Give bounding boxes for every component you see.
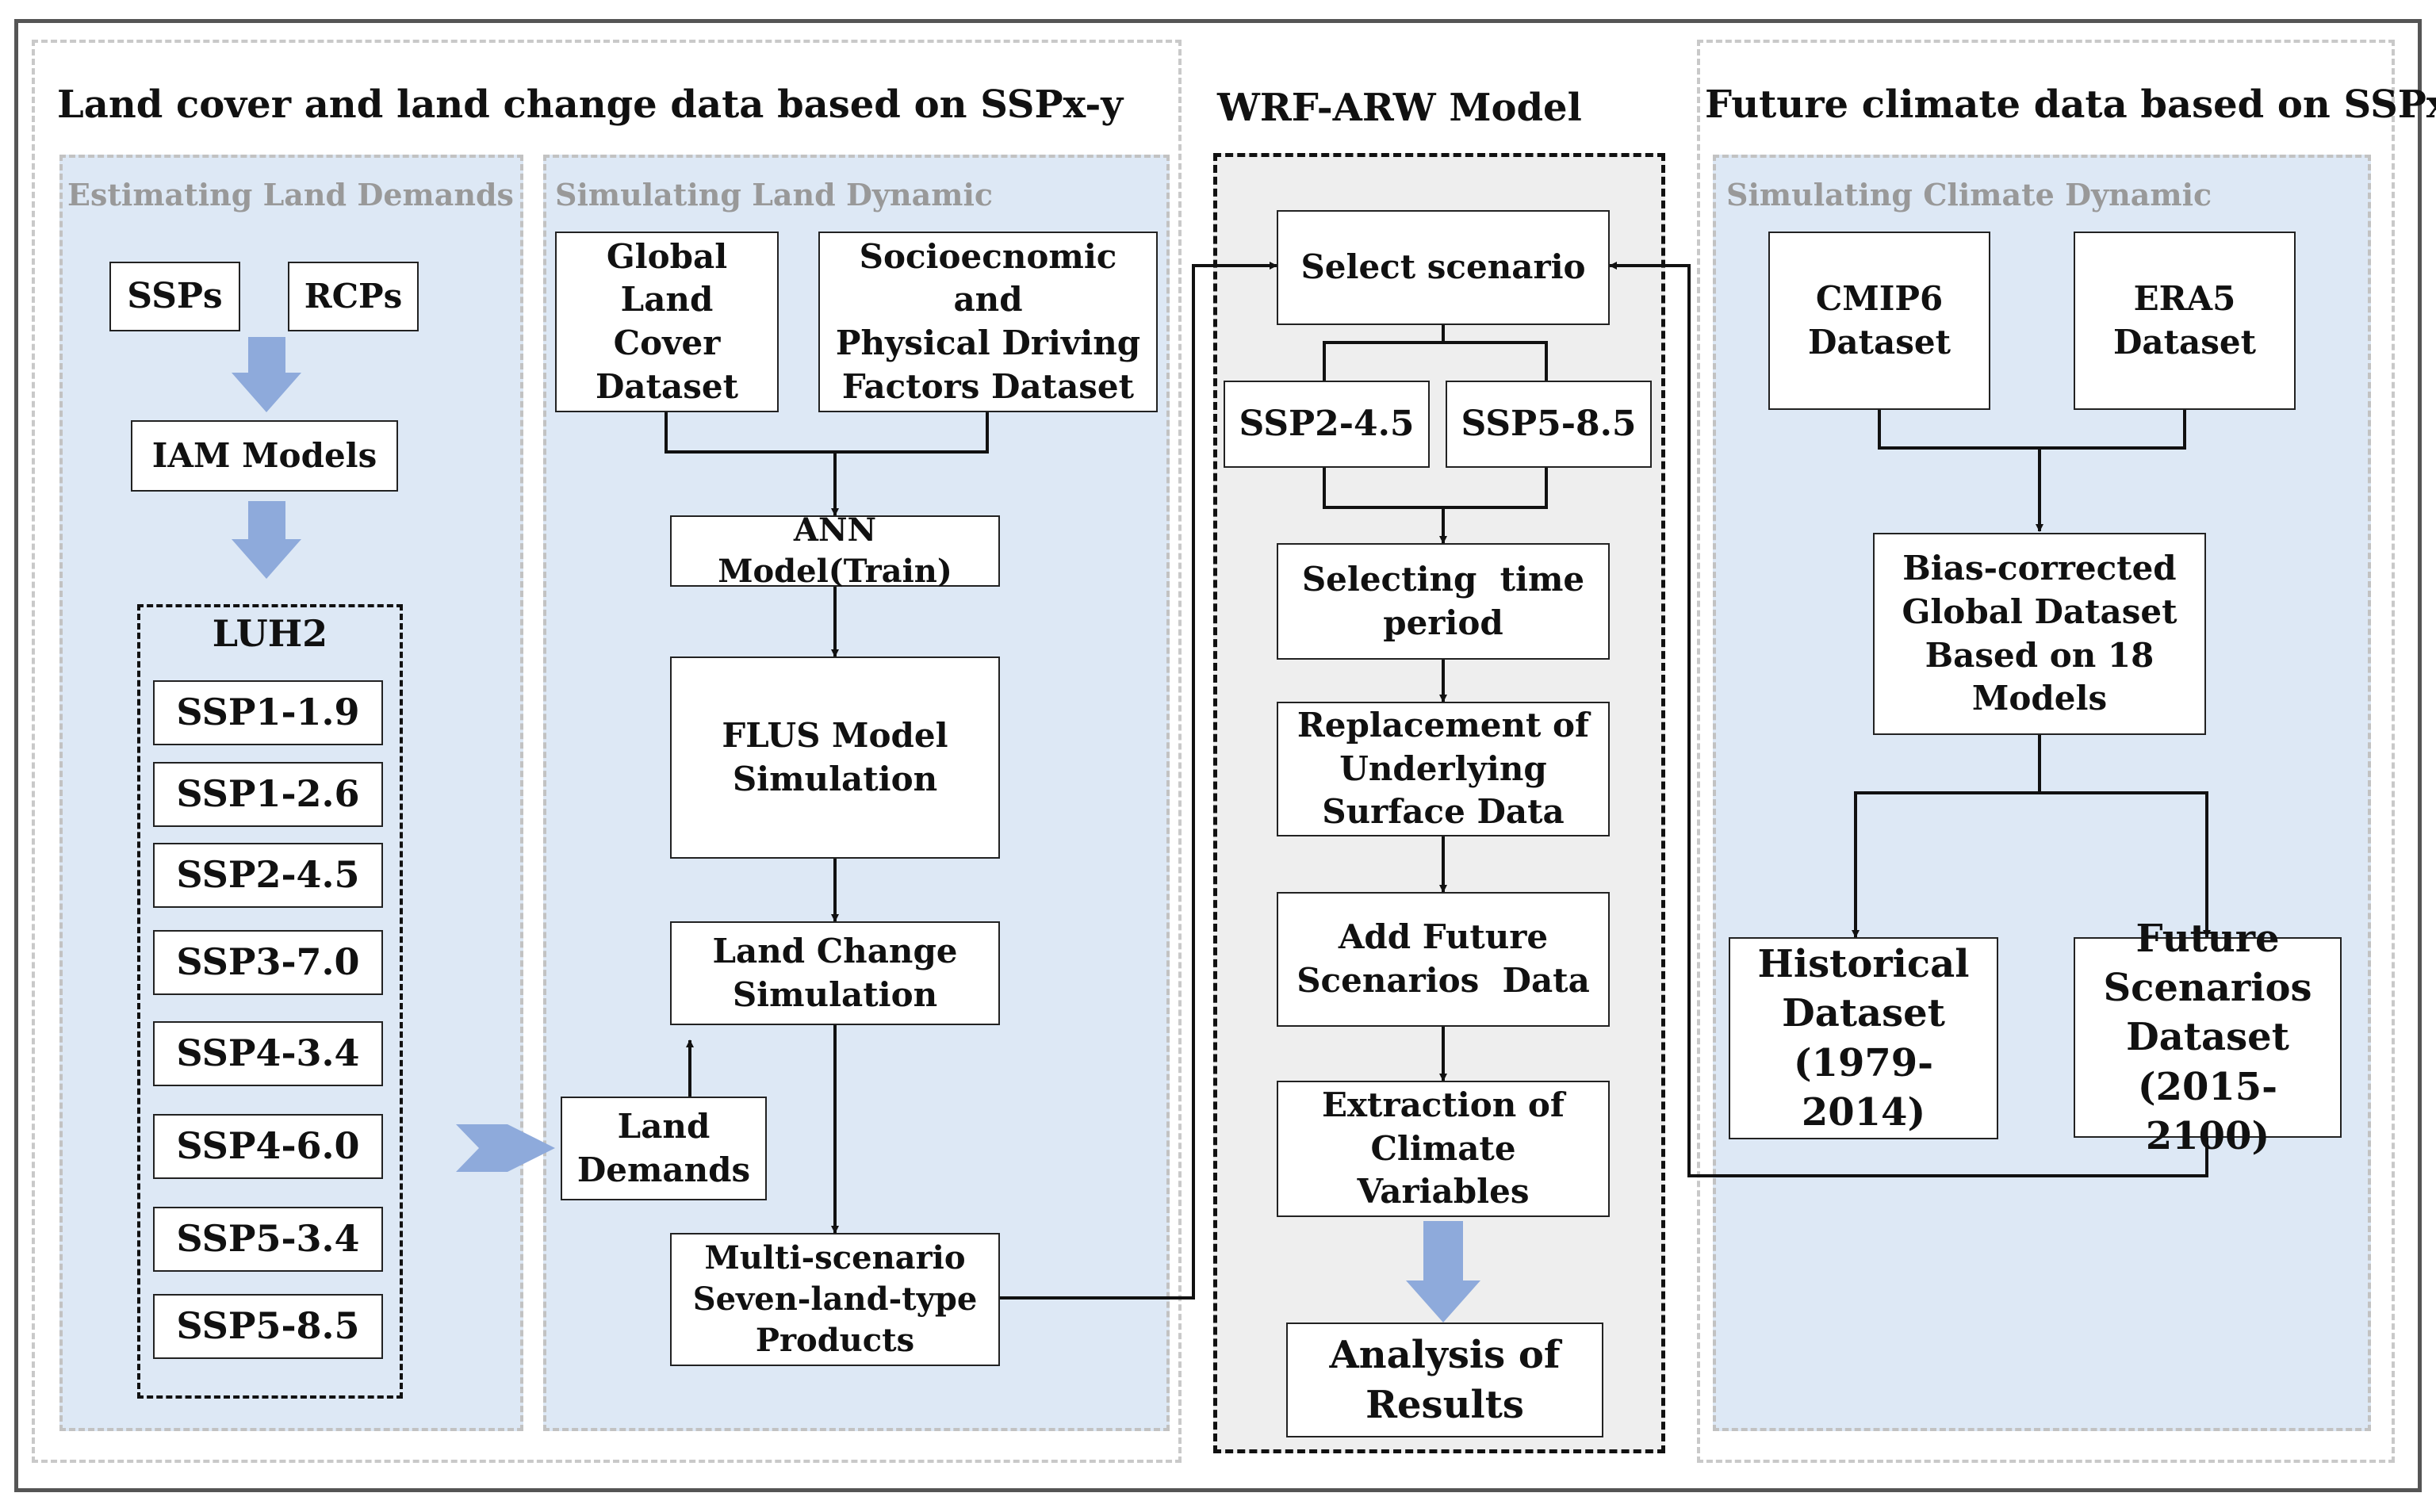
luh2-group: [137, 604, 403, 1399]
big-arrow-ssps-to-iam: [232, 337, 301, 412]
replacement-underlying-surface-box: Replacement of Underlying Surface Data: [1277, 702, 1610, 836]
scenario-ssp5-8.5: SSP5-8.5: [153, 1294, 383, 1359]
connector-future-to-select: [1609, 262, 2208, 1177]
global-land-cover-dataset-box: Global Land Cover Dataset: [555, 232, 779, 412]
scenario-ssp4-3.4: SSP4-3.4: [153, 1021, 383, 1086]
socioeconomic-physical-factors-box: Socioecnomic and Physical Driving Factor…: [818, 232, 1158, 412]
historical-dataset-box: Historical Dataset (1979-2014): [1729, 937, 1998, 1139]
cmip6-dataset-box: CMIP6 Dataset: [1768, 232, 1990, 410]
simulating-climate-dynamic-title: Simulating Climate Dynamic: [1726, 177, 2212, 212]
land-change-simulation-box: Land Change Simulation: [670, 921, 1000, 1025]
wrf-section-title: WRF-ARW Model: [1217, 86, 1582, 130]
big-arrow-to-land-demands: [456, 1124, 555, 1172]
simulating-land-dynamic-title: Simulating Land Dynamic: [555, 177, 994, 212]
add-future-scenarios-data-box: Add Future Scenarios Data: [1277, 892, 1610, 1027]
selecting-time-period-box: Selecting time period: [1277, 543, 1610, 660]
future-scenarios-dataset-box: Future Scenarios Dataset (2015-2100): [2074, 917, 2342, 1158]
era5-dataset-box: ERA5 Dataset: [2074, 232, 2296, 410]
scenario-ssp3-7.0: SSP3-7.0: [153, 930, 383, 995]
big-arrow-iam-to-luh2: [232, 501, 301, 579]
ssp5-8.5-box: SSP5-8.5: [1446, 381, 1652, 468]
analysis-of-results-box: Analysis of Results: [1286, 1323, 1603, 1437]
rcps-box: RCPs: [288, 262, 419, 331]
connector-select-split: [1323, 325, 1548, 381]
ssp2-4.5-box: SSP2-4.5: [1224, 381, 1430, 468]
bias-corrected-dataset-box: Bias-corrected Global Dataset Based on 1…: [1873, 533, 2206, 735]
future-climate-section-title: Future climate data based on SSPx-y: [1705, 82, 2436, 127]
land-cover-section-title: Land cover and land change data based on…: [57, 82, 1124, 127]
future-climate-section: [1697, 40, 2395, 1463]
connector-products-to-select: [999, 262, 1277, 1300]
scenario-ssp5-3.4: SSP5-3.4: [153, 1207, 383, 1272]
land-cover-section: [32, 40, 1182, 1463]
outer-frame: [14, 19, 2422, 1492]
land-demands-box: Land Demands: [561, 1097, 767, 1200]
scenario-ssp1-2.6: SSP1-2.6: [153, 762, 383, 827]
multi-scenario-products-box: Multi-scenario Seven-land-type Products: [670, 1233, 1000, 1366]
extraction-climate-variables-box: Extraction of Climate Variables: [1277, 1081, 1610, 1217]
select-scenario-box: Select scenario: [1277, 210, 1610, 325]
iam-models-box: IAM Models: [131, 420, 398, 492]
ann-model-box: ANN Model(Train): [670, 511, 1000, 590]
estimating-land-demands-title: Estimating Land Demands: [67, 177, 514, 212]
scenario-ssp2-4.5: SSP2-4.5: [153, 843, 383, 908]
connector-bias-split: [1854, 735, 2208, 936]
ssps-box: SSPs: [109, 262, 240, 331]
connector-cmip-era-merge: [1878, 410, 2186, 450]
connector-ssp-merge: [1323, 468, 1548, 542]
connector-global-socio-merge: [665, 412, 989, 454]
flus-model-box: FLUS Model Simulation: [670, 656, 1000, 859]
scenario-ssp4-6.0: SSP4-6.0: [153, 1114, 383, 1179]
scenario-ssp1-1.9: SSP1-1.9: [153, 680, 383, 745]
big-arrow-to-analysis: [1406, 1221, 1480, 1323]
luh2-title: LUH2: [212, 612, 328, 655]
